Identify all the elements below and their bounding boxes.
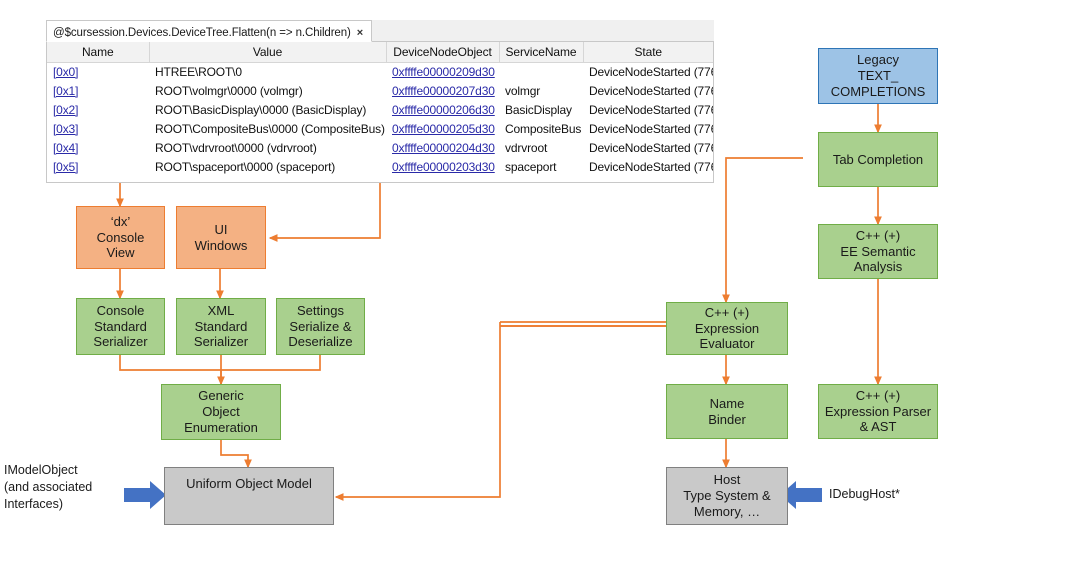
cell-state: DeviceNodeStarted (776) <box>589 159 713 174</box>
cell-value: ROOT\BasicDisplay\0000 (BasicDisplay) <box>155 102 367 117</box>
cell-device-node-object-link[interactable]: 0xffffe00000206d30 <box>392 102 495 117</box>
cell-name-link[interactable]: [0x2] <box>53 102 79 117</box>
table-row[interactable]: [0x3] ROOT\CompositeBus\0000 (CompositeBu… <box>47 119 713 138</box>
cell-device-node-object[interactable]: 0xffffe00000206d30 <box>386 100 499 119</box>
cell-device-node-object[interactable]: 0xffffe00000209d30 <box>386 62 499 81</box>
table-header-row: Name Value DeviceNodeObject ServiceName … <box>47 42 713 63</box>
close-icon[interactable]: × <box>356 26 364 39</box>
column-header-value[interactable]: Value <box>149 42 387 63</box>
node-expression-parser-ast-label: C++ (+)Expression Parser& AST <box>824 387 932 435</box>
cell-device-node-object[interactable]: 0xffffe00000204d30 <box>386 138 499 157</box>
cell-name-link[interactable]: [0x4] <box>53 140 79 155</box>
cell-device-node-object-link[interactable]: 0xffffe00000205d30 <box>392 121 495 136</box>
table-row[interactable]: [0x2] ROOT\BasicDisplay\0000 (BasicDispla… <box>47 100 713 119</box>
cell-service-name: CompositeBus <box>505 121 582 136</box>
cell-name[interactable]: [0x5] <box>47 157 149 176</box>
column-header-servicename[interactable]: ServiceName <box>499 42 584 63</box>
tab-query-expression[interactable]: @$cursession.Devices.DeviceTree.Flatten(… <box>46 20 373 42</box>
cell-device-node-object-link[interactable]: 0xffffe00000203d30 <box>392 159 495 174</box>
cell-state: DeviceNodeStarted (776) <box>589 64 713 79</box>
cell-device-node-object[interactable]: 0xffffe00000207d30 <box>386 81 499 100</box>
cell-device-node-object[interactable]: 0xffffe00000203d30 <box>386 157 499 176</box>
cell-service-name: BasicDisplay <box>505 102 572 117</box>
cell-name-link[interactable]: [0x0] <box>53 64 79 79</box>
node-uniform-object-model-label: Uniform Object Model <box>186 476 312 491</box>
cell-service-name: vdrvroot <box>505 140 548 155</box>
cell-name[interactable]: [0x3] <box>47 119 149 138</box>
cell-device-node-object[interactable]: 0xffffe00000205d30 <box>386 119 499 138</box>
cell-name-link[interactable]: [0x5] <box>53 159 79 174</box>
caption-idebughost-text: IDebugHost* <box>829 487 900 501</box>
tab-strip: @$cursession.Devices.DeviceTree.Flatten(… <box>46 20 714 42</box>
cell-name[interactable]: [0x4] <box>47 138 149 157</box>
cell-value: ROOT\CompositeBus\0000 (CompositeBus) <box>155 121 385 136</box>
cell-service-name <box>499 62 583 81</box>
debugger-data-window: @$cursession.Devices.DeviceTree.Flatten(… <box>46 20 714 183</box>
cell-state: DeviceNodeStarted (776) <box>589 102 713 117</box>
cell-name-link[interactable]: [0x1] <box>53 83 79 98</box>
table-row[interactable]: [0x0] HTREE\ROOT\0 0xffffe00000209d30 Devic… <box>47 62 713 81</box>
tab-label: @$cursession.Devices.DeviceTree.Flatten(… <box>53 26 351 39</box>
table-row[interactable]: [0x1] ROOT\volmgr\0000 (volmgr) 0xffffe000… <box>47 81 713 100</box>
column-header-devicenodeobject[interactable]: DeviceNodeObject <box>386 42 500 63</box>
cell-service-name: volmgr <box>505 83 541 98</box>
node-tab-completion-label: Tab Completion <box>832 151 924 167</box>
cell-device-node-object-link[interactable]: 0xffffe00000207d30 <box>392 83 495 98</box>
cell-value: HTREE\ROOT\0 <box>155 64 242 79</box>
cell-state: DeviceNodeStarted (776) <box>589 121 713 136</box>
cell-state: DeviceNodeStarted (776) <box>589 83 713 98</box>
cell-state: DeviceNodeStarted (776) <box>589 140 713 155</box>
data-grid[interactable]: Name Value DeviceNodeObject ServiceName … <box>46 42 714 183</box>
cell-name[interactable]: [0x2] <box>47 100 149 119</box>
cell-name[interactable]: [0x0] <box>47 62 149 81</box>
caption-idebughost: IDebugHost* <box>829 486 900 503</box>
table-row[interactable]: [0x5] ROOT\spaceport\0000 (spaceport) 0xff… <box>47 157 713 176</box>
node-expression-parser-ast[interactable]: C++ (+)Expression Parser& AST <box>818 384 938 439</box>
column-header-name[interactable]: Name <box>47 42 150 63</box>
cell-device-node-object-link[interactable]: 0xffffe00000209d30 <box>392 64 495 79</box>
table-row[interactable]: [0x4] ROOT\vdrvroot\0000 (vdrvroot) 0xffff… <box>47 138 713 157</box>
column-header-state[interactable]: State <box>583 42 713 63</box>
node-tab-completion[interactable]: Tab Completion <box>818 132 938 187</box>
cell-service-name: spaceport <box>505 159 557 174</box>
cell-value: ROOT\spaceport\0000 (spaceport) <box>155 159 336 174</box>
cell-value: ROOT\volmgr\0000 (volmgr) <box>155 83 303 98</box>
cell-name-link[interactable]: [0x3] <box>53 121 79 136</box>
cell-value: ROOT\vdrvroot\0000 (vdrvroot) <box>155 140 317 155</box>
device-tree-table: Name Value DeviceNodeObject ServiceName … <box>47 42 713 176</box>
cell-device-node-object-link[interactable]: 0xffffe00000204d30 <box>392 140 495 155</box>
node-uniform-object-model[interactable]: Uniform Object Model <box>164 467 334 525</box>
cell-name[interactable]: [0x1] <box>47 81 149 100</box>
